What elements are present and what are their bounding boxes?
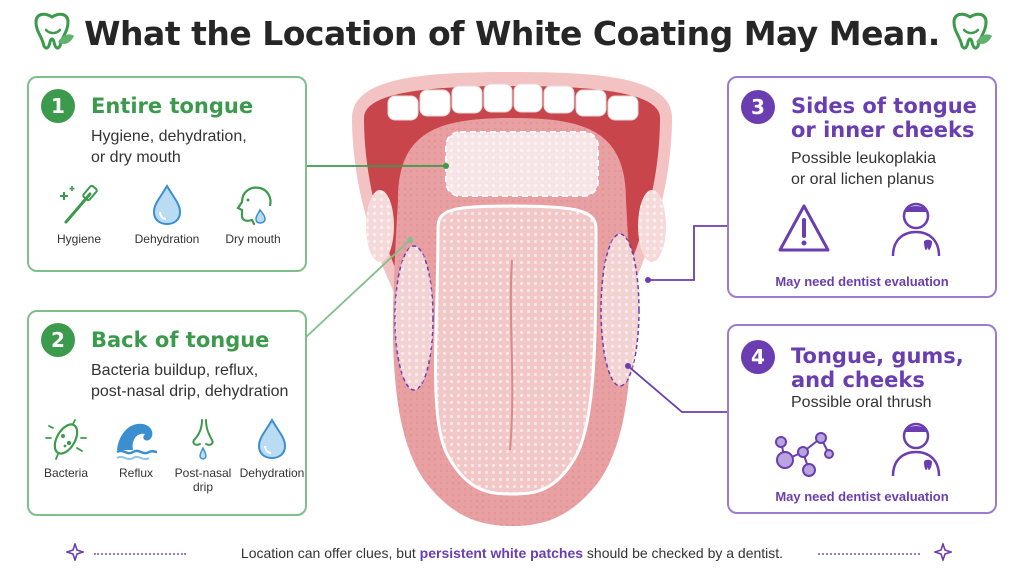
sparkle-icon xyxy=(66,543,84,561)
water-drop-icon xyxy=(152,184,182,226)
dry-mouth-item: Dry mouth xyxy=(217,182,289,246)
card-description: Bacteria buildup, reflux,post-nasal drip… xyxy=(91,362,289,400)
divider-dots xyxy=(818,553,920,555)
connector-card-3 xyxy=(648,225,728,281)
water-drop-icon xyxy=(257,418,287,460)
card-title: Entire tongue xyxy=(91,94,254,118)
nose-icon xyxy=(192,419,214,460)
hygiene-item: Hygiene xyxy=(43,182,115,246)
sparkle-icon xyxy=(934,543,952,561)
dehydration-item: Dehydration xyxy=(129,182,205,246)
footer: Location can offer clues, but persistent… xyxy=(0,540,1024,568)
header: What the Location of White Coating May M… xyxy=(0,8,1024,58)
card-number-badge: 4 xyxy=(741,340,775,374)
card-back-of-tongue: 2 Back of tongue Bacteria buildup, reflu… xyxy=(27,310,307,516)
footer-note: Location can offer clues, but persistent… xyxy=(240,545,784,561)
tooth-logo-icon xyxy=(952,12,992,50)
reflux-item: Reflux xyxy=(105,416,167,480)
connector-card-2 xyxy=(304,239,411,339)
upper-teeth xyxy=(387,83,639,121)
card-description: Possible oral thrush xyxy=(791,394,932,411)
card-number-badge: 1 xyxy=(41,89,75,123)
bacteria-icon xyxy=(45,419,87,460)
fungus-icon xyxy=(775,432,834,477)
dehydration-item: Dehydration xyxy=(239,416,305,480)
dentist-note: May need dentist evaluation xyxy=(775,274,949,289)
dentist-icon xyxy=(891,202,941,257)
dentist-icon xyxy=(891,422,941,477)
page-title: What the Location of White Coating May M… xyxy=(84,14,940,53)
connector-card-4 xyxy=(627,365,728,413)
card-number-badge: 2 xyxy=(41,323,75,357)
warning-icon xyxy=(778,204,830,252)
tooth-logo-icon xyxy=(34,12,74,50)
dry-mouth-face-icon xyxy=(236,186,272,226)
toothbrush-icon xyxy=(60,184,98,224)
wave-icon xyxy=(116,423,158,461)
card-entire-tongue: 1 Entire tongue Hygiene, dehydration,or … xyxy=(27,76,307,272)
card-description: Hygiene, dehydration,or dry mouth xyxy=(91,128,247,166)
divider-dots xyxy=(94,553,186,555)
card-number-badge: 3 xyxy=(741,90,775,124)
bacteria-item: Bacteria xyxy=(35,416,97,480)
dentist-note: May need dentist evaluation xyxy=(775,489,949,504)
card-title: Back of tongue xyxy=(91,328,270,352)
card-tongue-gums-cheeks: 4 Tongue, gums,and cheeks Possible oral … xyxy=(727,324,997,514)
card-title: Tongue, gums,and cheeks xyxy=(791,344,964,392)
